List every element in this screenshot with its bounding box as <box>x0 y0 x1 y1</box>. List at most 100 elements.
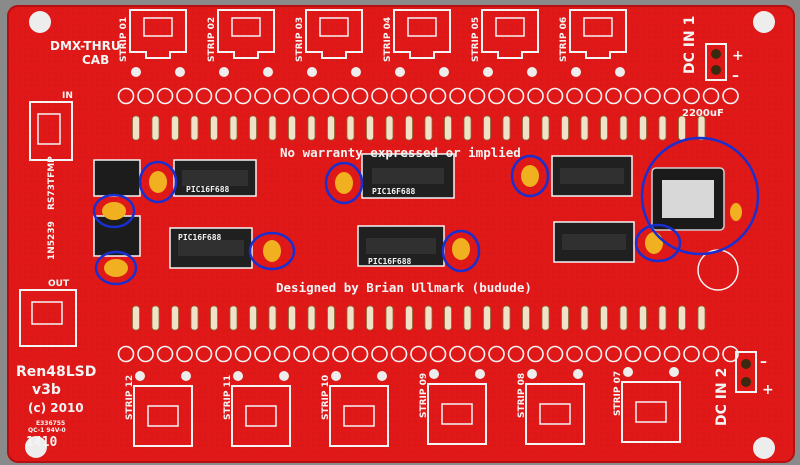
resistor <box>444 305 452 331</box>
annotation-circle <box>94 250 138 286</box>
led-pad <box>429 87 447 105</box>
led-pad <box>410 87 427 105</box>
led-pad <box>429 345 447 363</box>
resistor <box>522 115 530 141</box>
strip-label: STRIP 02 <box>207 17 217 62</box>
resistor <box>229 305 238 331</box>
led-pad <box>507 345 525 363</box>
strip-label: STRIP 06 <box>559 17 569 62</box>
led-pad <box>663 345 681 363</box>
led-pad <box>488 345 505 363</box>
resistor <box>483 115 491 141</box>
resistor <box>697 115 706 141</box>
led-pad <box>488 87 505 105</box>
annotation-circle <box>248 231 296 271</box>
led-pad <box>176 345 193 363</box>
strip-label: STRIP 04 <box>383 17 393 62</box>
ic-socket: PIC16F688 <box>169 227 253 269</box>
board-copyright: (c) 2010 <box>28 401 84 415</box>
in-label: IN <box>62 91 73 101</box>
rj45-jack <box>393 9 451 77</box>
led-pad <box>293 87 310 105</box>
date-code: 1410 <box>26 435 57 450</box>
led-pad <box>566 87 583 105</box>
mounting-holes <box>25 11 775 459</box>
ic-socket <box>553 221 635 263</box>
led-pad <box>254 87 271 105</box>
diode-label: 1N5239 <box>47 221 57 260</box>
strip-label: STRIP 01 <box>119 17 129 62</box>
chip-label: PIC16F688 <box>186 185 230 194</box>
led-pad <box>507 87 525 105</box>
resistor <box>463 305 472 331</box>
mounting-hole <box>29 11 51 33</box>
mounting-hole <box>753 437 775 459</box>
annotation-circle <box>634 223 682 263</box>
resistor <box>405 305 413 331</box>
annotation-circle <box>441 229 481 273</box>
resistor <box>639 115 647 141</box>
led-pad <box>527 345 544 363</box>
resistor <box>151 305 160 331</box>
resistor <box>190 305 199 331</box>
warranty-text: No warranty expressed or implied <box>280 145 521 160</box>
rj45-out-jack <box>19 289 77 347</box>
led-pad <box>468 87 486 105</box>
led-pad <box>156 87 174 105</box>
strip-label: STRIP 07 <box>613 371 623 416</box>
led-pad <box>293 345 310 363</box>
resistor <box>424 115 433 141</box>
minus-sign: – <box>732 68 739 84</box>
capacitor <box>263 240 281 262</box>
resistor <box>132 305 140 331</box>
dc-in-1-label: DC IN 1 <box>682 16 698 74</box>
led-pad <box>254 345 271 363</box>
resistor <box>600 305 608 331</box>
led-pad <box>624 345 642 363</box>
led-pad <box>585 87 603 105</box>
led-pad <box>468 345 486 363</box>
out-label: OUT <box>48 279 70 289</box>
resistor <box>522 305 530 331</box>
resistor <box>678 305 686 331</box>
led-pad <box>605 87 622 105</box>
resistor <box>658 115 667 141</box>
led-pad <box>566 345 583 363</box>
led-pad <box>449 345 466 363</box>
rj45-jack <box>621 367 681 443</box>
resistor <box>210 115 218 141</box>
led-pad-row-bottom <box>117 345 739 363</box>
resistor <box>171 305 179 331</box>
resistor <box>210 305 218 331</box>
resistor <box>268 305 277 331</box>
led-pad <box>215 87 232 105</box>
led-pad <box>312 345 330 363</box>
led-pad <box>371 345 388 363</box>
board-name: Ren48LSD <box>16 364 96 380</box>
capacitor <box>645 232 663 254</box>
led-pad <box>624 87 642 105</box>
led-pad <box>195 87 213 105</box>
led-pad <box>195 345 213 363</box>
rj45-jack <box>129 9 187 77</box>
led-pad <box>137 87 154 105</box>
led-pad <box>137 345 154 363</box>
led-pad <box>410 345 427 363</box>
led-pad <box>702 87 720 105</box>
rj45-jack <box>133 371 193 447</box>
resistor <box>327 305 335 331</box>
led-pad <box>585 345 603 363</box>
capacitors <box>102 165 742 277</box>
resistor <box>288 305 296 331</box>
rj45-jack <box>427 369 487 445</box>
resistor <box>600 115 608 141</box>
ic-socket: PIC16F688 <box>173 159 257 197</box>
led-pad <box>546 345 564 363</box>
rj45-in-jack <box>29 101 73 161</box>
rj45-jack <box>231 371 291 447</box>
resistor <box>249 115 257 141</box>
annotation-circle <box>640 136 760 256</box>
strip-label: STRIP 11 <box>223 375 233 420</box>
led-pad <box>527 87 544 105</box>
designer-text: Designed by Brian Ullmark (budude) <box>276 280 532 295</box>
